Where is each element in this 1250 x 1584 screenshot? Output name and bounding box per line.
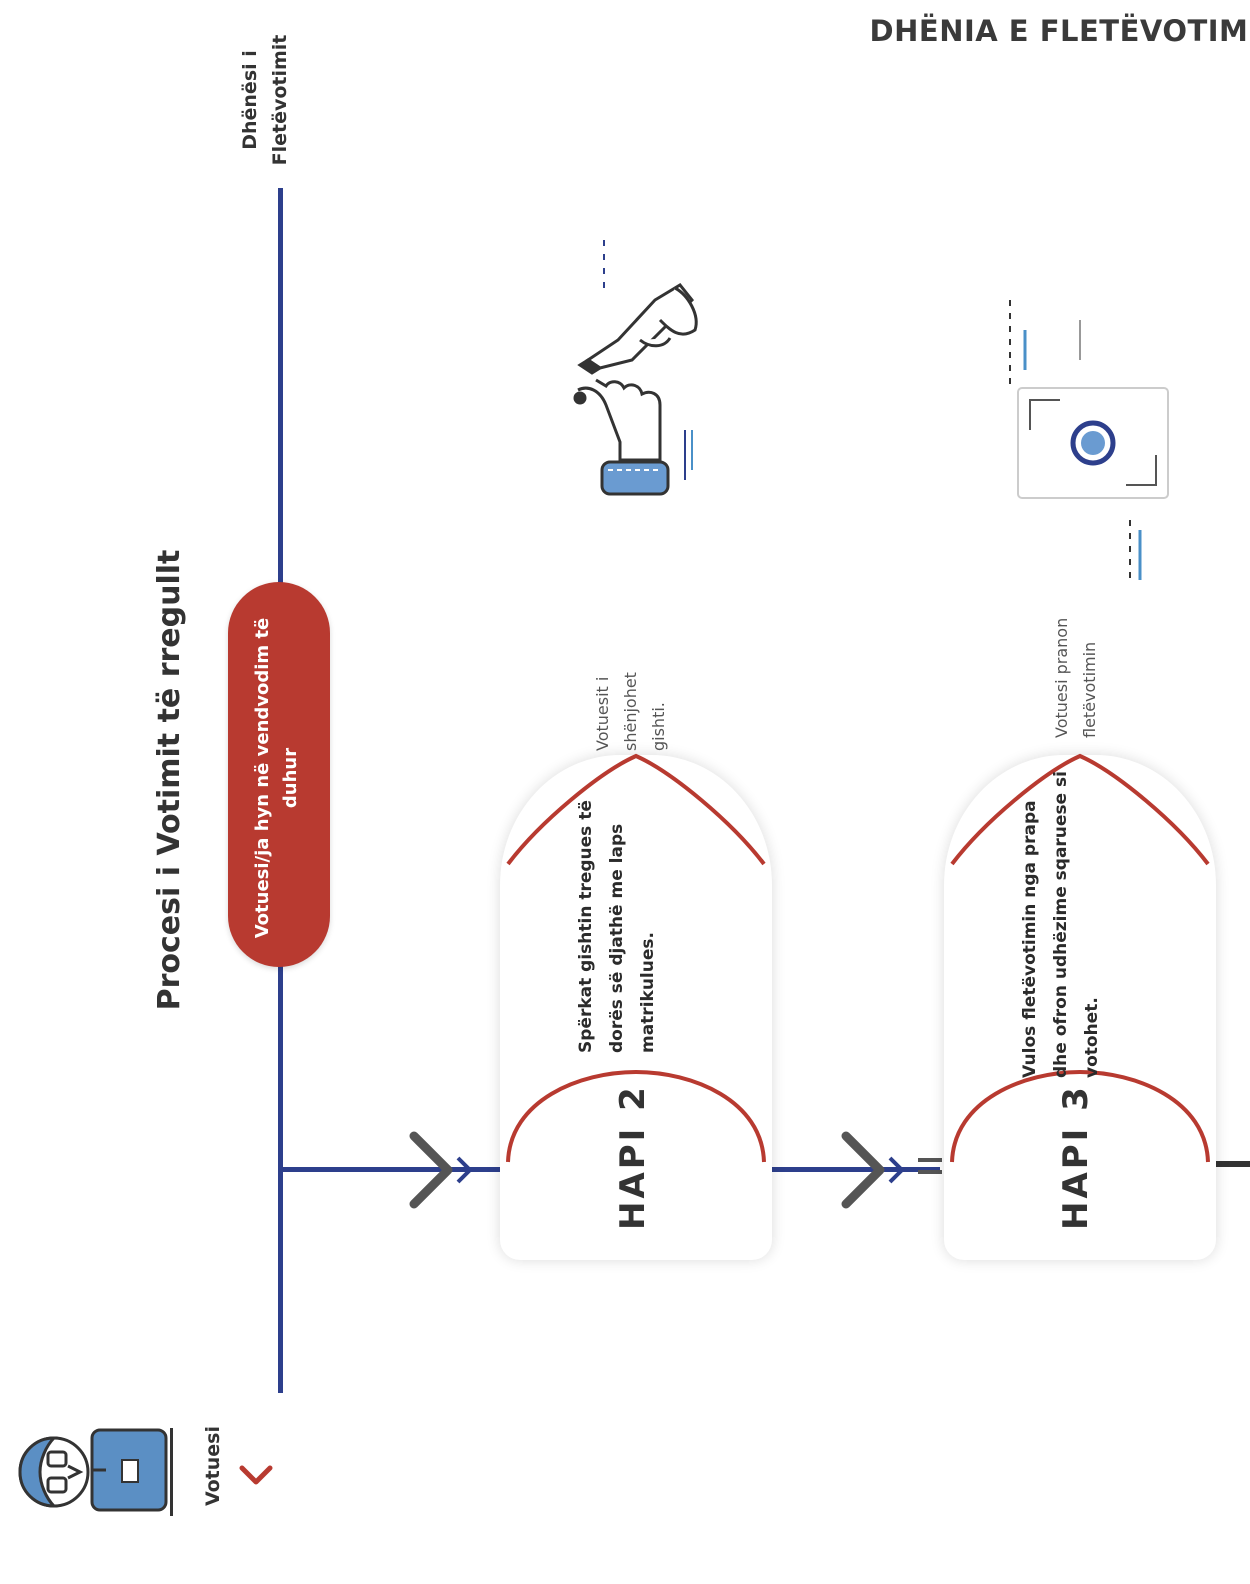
step-label-3: HAPI 3 — [1056, 1084, 1096, 1230]
chevron-down-icon — [239, 1465, 273, 1485]
step-text-3: Vulos fletëvotimin nga prapa dhe ofron u… — [1020, 771, 1102, 1078]
start-node-text: Votuesi/ja hyn në vendvodim të duhur — [252, 617, 301, 939]
step-caption-2: Votuesit i shënjohet gishti. — [593, 672, 668, 751]
arrow-right-icon — [841, 1131, 905, 1209]
flow-line-3 — [1215, 1161, 1250, 1167]
voter-avatar-icon — [18, 1428, 168, 1512]
card-accent-bottom — [950, 1070, 1210, 1163]
lane-label-giver: Dhënësi i Fletëvotimit — [239, 34, 291, 166]
card-accent-top — [506, 753, 766, 866]
step-card-3 — [944, 755, 1216, 1260]
lane-label-voter: Votuesi — [202, 1425, 224, 1507]
page-header-title: DHËNIA E FLETËVOTIMIT — [869, 14, 1250, 48]
double-bar — [918, 1158, 942, 1162]
flow-line-1 — [283, 1167, 503, 1172]
flow-line-2 — [770, 1167, 940, 1172]
step-caption-3: Votuesi pranon fletëvotimin — [1052, 617, 1099, 738]
lane-label-underline — [170, 1428, 173, 1516]
stamped-ballot-icon — [1009, 300, 1169, 580]
step-label-2: HAPI 2 — [613, 1084, 653, 1230]
finger-mark-icon — [573, 240, 698, 496]
start-node: Votuesi/ja hyn në vendvodim të duhur — [228, 582, 330, 967]
step-card-2 — [500, 755, 772, 1260]
diagram-title: Procesi i Votimit të rregullt — [152, 549, 187, 1011]
double-bar — [918, 1170, 942, 1174]
step-text-2: Spërkat gishtin tregues të dorës së djat… — [576, 800, 658, 1053]
card-accent-top — [950, 753, 1210, 866]
card-accent-bottom — [506, 1070, 766, 1163]
arrow-right-icon — [409, 1131, 473, 1209]
